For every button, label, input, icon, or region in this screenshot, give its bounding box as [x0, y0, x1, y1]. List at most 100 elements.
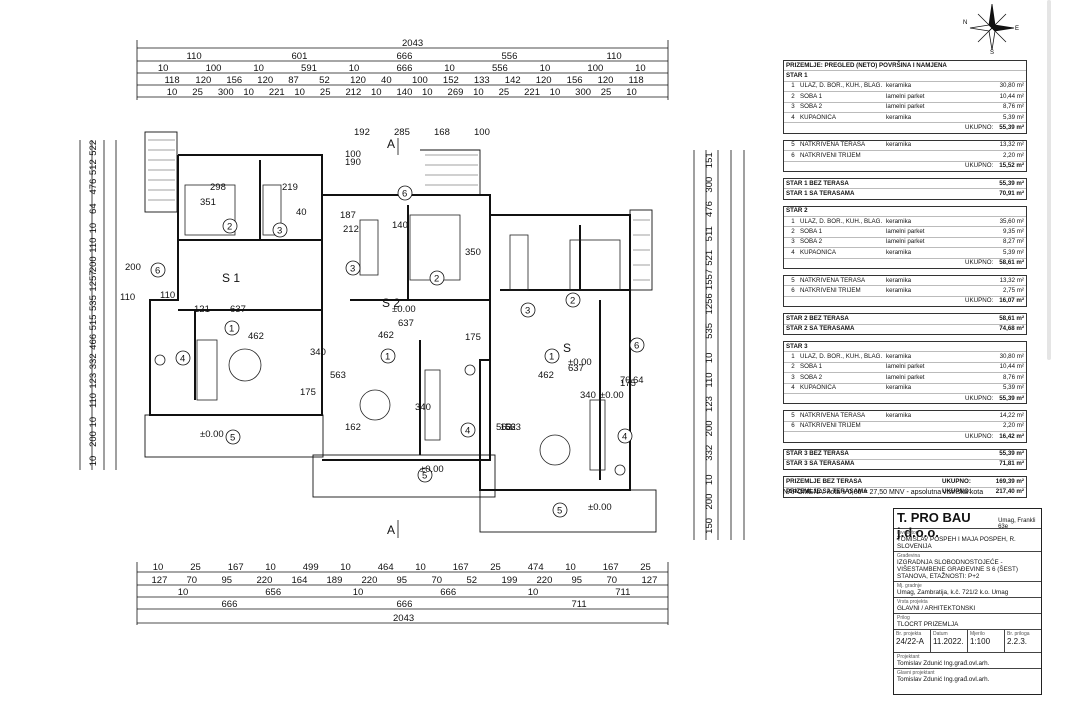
room-number-circle: [417, 467, 433, 483]
dim-label: 1257: [88, 270, 99, 291]
total-value: 71,81 m²: [999, 460, 1024, 468]
sum-value: 15,52 m²: [999, 162, 1024, 170]
room-dim: 462: [538, 370, 554, 381]
dim-label: 200: [704, 494, 715, 510]
room-dim: 340: [310, 347, 326, 358]
dim-label: 151: [704, 152, 715, 168]
dim-label: 199: [502, 575, 518, 586]
building-label: Građevina: [897, 553, 921, 559]
block-head: STAR 2: [784, 207, 1026, 218]
room-number-circle: [565, 292, 581, 308]
dim-label: 10: [349, 63, 360, 74]
row-area: 9,35 m²: [1003, 228, 1024, 236]
row-area: 2,20 m²: [1003, 151, 1024, 159]
total-label: STAR 3 SA TERASAMA: [786, 460, 855, 468]
dim-label: 95: [222, 575, 233, 586]
room-number-circle: [552, 502, 568, 518]
dim-label: 332: [704, 445, 715, 461]
sum-value: 55,39 m²: [999, 394, 1024, 402]
row-num: 5: [791, 141, 795, 149]
room-dim: 637: [230, 304, 246, 315]
dim-label: 556: [502, 51, 518, 62]
row-name: SOBA 1: [800, 228, 823, 236]
dim-label: 666: [397, 63, 413, 74]
row-area: 13,32 m²: [999, 276, 1024, 284]
dim-label: 711: [572, 599, 587, 610]
dim-label: 221: [524, 87, 540, 98]
block-head-text: STAR 1: [786, 71, 808, 79]
sum-row: UKUPNO: 58,61 m²: [784, 259, 1026, 268]
north-arrow-icon: S E N: [962, 0, 1022, 56]
dim-label: 522: [88, 140, 99, 156]
dim-label: 464: [378, 562, 394, 573]
dim-label: 87: [288, 75, 299, 86]
dim-label: 656: [265, 587, 281, 598]
room-number-circle: [345, 260, 361, 276]
row-num: 5: [791, 411, 795, 419]
total-label: STAR 1 BEZ TERASA: [786, 179, 849, 187]
sum-label: UKUPNO:: [965, 162, 994, 170]
sum-value: 58,61 m²: [999, 259, 1024, 267]
room-dim: 340: [415, 402, 431, 413]
row-area: 8,76 m²: [1003, 373, 1024, 381]
stairs: [148, 139, 650, 281]
overall-width-bottom: 2043: [393, 613, 414, 624]
room-number: 5: [230, 433, 235, 444]
compass-e: E: [1015, 26, 1019, 32]
room-number: 1: [229, 324, 234, 335]
dim-label: 100: [206, 63, 222, 74]
room-dim: 563: [330, 370, 346, 381]
row-num: 6: [791, 422, 795, 430]
dimension-lines-left: [79, 140, 117, 470]
row-area: 10,44 m²: [999, 363, 1024, 371]
total-value: 70,91 m²: [999, 189, 1024, 197]
dim-label: 10: [158, 63, 169, 74]
sum-label: UKUPNO:: [965, 259, 994, 267]
dim-label: 515: [88, 315, 99, 331]
room-number-circle: [460, 422, 476, 438]
dim-label: 70: [432, 575, 443, 586]
room-dim: 563: [496, 422, 512, 433]
row-floor: keramika: [886, 384, 912, 392]
room-dim: 350: [465, 247, 481, 258]
sheet-label: Prilog: [897, 615, 910, 621]
row-area: 2,20 m²: [1003, 422, 1024, 430]
dim-label: 156: [567, 75, 583, 86]
investor: TOMISLAV POSPEH I MAJA POSPEH, R. SLOVEN…: [897, 536, 1016, 550]
row-num: 4: [791, 384, 795, 392]
scrollbar[interactable]: [1047, 0, 1051, 360]
dim-label: 10: [528, 587, 539, 598]
row-num: 1: [791, 352, 795, 360]
sum-label: UKUPNO:: [965, 394, 994, 402]
compass-n: N: [963, 20, 967, 26]
row-name: NATKRIVENI TRIJEM: [800, 422, 861, 430]
terrace-outlines: [144, 131, 657, 533]
dim-label: 221: [269, 87, 285, 98]
total-label: PRIZEMLJE BEZ TERASA: [786, 477, 862, 485]
dim-label: 167: [453, 562, 469, 573]
room-dim: 190: [345, 157, 361, 168]
dim-label: 142: [505, 75, 521, 86]
dim-label: 200: [88, 256, 99, 272]
level-mark: ±0.00: [392, 304, 416, 315]
dim-label: 10: [422, 87, 433, 98]
dim-label: 167: [228, 562, 244, 573]
dim-label: 110: [88, 238, 99, 253]
